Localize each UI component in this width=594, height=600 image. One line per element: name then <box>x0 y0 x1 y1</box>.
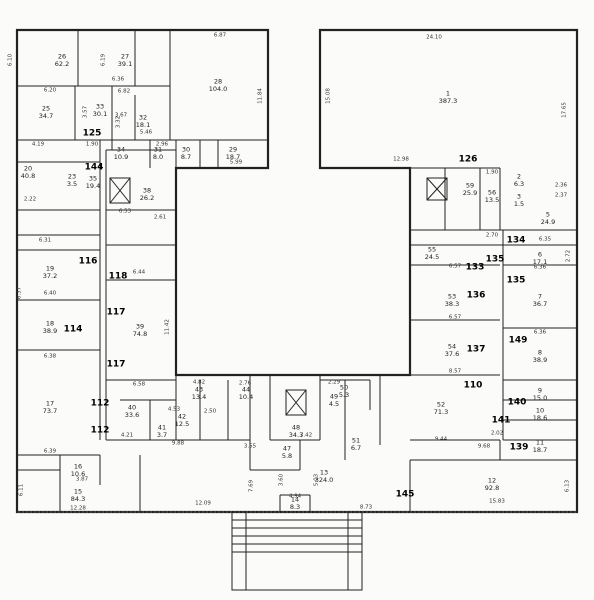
tag-139: 139 <box>509 442 529 453</box>
dim-label: 3.67 <box>114 112 128 119</box>
dim-label: 2.29 <box>327 379 341 386</box>
dim-label: 6.39 <box>43 448 57 455</box>
dim-label: 2.02 <box>490 430 504 437</box>
tag-117a: 117 <box>106 307 126 318</box>
dim-label: 2.61 <box>153 214 167 221</box>
tag-144: 144 <box>84 162 104 173</box>
tag-116: 116 <box>78 256 98 267</box>
tag-126: 126 <box>458 154 478 165</box>
tag-136: 136 <box>466 290 486 301</box>
dim-label: 4.21 <box>120 432 134 439</box>
dim-label: 6.53 <box>118 208 132 215</box>
dim-label: 9.88 <box>171 440 185 447</box>
dim-label: 2.70 <box>485 232 499 239</box>
tag-112a: 112 <box>90 398 110 409</box>
dim-label: 2.50 <box>203 408 217 415</box>
dim-label: 4.53 <box>167 406 181 413</box>
dim-label: 6.20 <box>43 87 57 94</box>
dim-label: 6.40 <box>43 290 57 297</box>
dim-label: 11.84 <box>257 88 264 104</box>
dim-label: 6.82 <box>117 88 131 95</box>
dim-label: 5.99 <box>229 159 243 166</box>
dim-label: 17.65 <box>561 102 568 118</box>
dim-label: 9.44 <box>434 436 448 443</box>
dim-label: 15.83 <box>489 498 505 505</box>
dim-label: 6.44 <box>132 269 146 276</box>
dim-label: 6.36 <box>533 264 547 271</box>
dim-label: 3.60 <box>278 473 285 487</box>
tag-133: 133 <box>465 262 485 273</box>
dim-label: 6.35 <box>538 236 552 243</box>
dim-label: 11.42 <box>164 319 171 335</box>
tag-149: 149 <box>508 335 528 346</box>
dim-label: 6.37 <box>16 286 23 300</box>
dim-label: 2.37 <box>554 192 568 199</box>
dim-label: 1.90 <box>85 141 99 148</box>
dim-label: 12.09 <box>195 500 211 507</box>
dim-label: 2.96 <box>155 141 169 148</box>
dim-label: 6.57 <box>448 263 462 270</box>
tag-112b: 112 <box>90 425 110 436</box>
dim-label: 8.73 <box>359 504 373 511</box>
tag-135a: 135 <box>485 254 505 265</box>
dim-label: 2.76 <box>238 380 252 387</box>
dim-label: 6.57 <box>448 314 462 321</box>
dim-label: 6.10 <box>7 53 14 67</box>
dim-label: 6.58 <box>132 381 146 388</box>
dim-label: 8.57 <box>448 368 462 375</box>
dim-label: 6.19 <box>100 53 107 67</box>
dim-label: 6.13 <box>564 479 571 493</box>
dim-label: 1.90 <box>485 169 499 176</box>
dim-label: 4.19 <box>31 141 45 148</box>
tag-117b: 117 <box>106 359 126 370</box>
dim-label: 6.11 <box>18 483 25 497</box>
dim-label: 15.08 <box>325 88 332 104</box>
tag-118: 118 <box>108 271 128 282</box>
dim-label: 7.42 <box>299 432 313 439</box>
dim-label: 3.57 <box>82 105 89 119</box>
dim-label: 12.98 <box>393 156 409 163</box>
tag-135b: 135 <box>506 275 526 286</box>
dim-label: 6.31 <box>38 237 52 244</box>
dim-label: 4.94 <box>288 493 302 500</box>
tag-141: 141 <box>491 415 511 426</box>
tag-110: 110 <box>463 380 483 391</box>
dim-label: 3.55 <box>243 443 257 450</box>
dim-label: 24.10 <box>426 34 442 41</box>
dim-label: 4.82 <box>192 379 206 386</box>
dim-label: 3.87 <box>75 476 89 483</box>
dim-label: 6.38 <box>43 353 57 360</box>
dim-label: 5.03 <box>313 473 320 487</box>
dim-label: 6.36 <box>111 76 125 83</box>
tag-140: 140 <box>507 397 527 408</box>
dim-label: 2.72 <box>565 249 572 263</box>
dim-label: 9.68 <box>477 443 491 450</box>
dim-label: 2.36 <box>554 182 568 189</box>
tag-114: 114 <box>63 324 83 335</box>
dim-label: 5.46 <box>139 129 153 136</box>
tag-137: 137 <box>466 344 486 355</box>
dim-label: 6.87 <box>213 32 227 39</box>
dim-label: 12.28 <box>70 505 86 512</box>
dim-label: 7.69 <box>248 479 255 493</box>
dim-label: 2.22 <box>23 196 37 203</box>
tag-134: 134 <box>506 235 526 246</box>
tag-125: 125 <box>82 128 102 139</box>
tag-145: 145 <box>395 489 415 500</box>
dim-label: 6.36 <box>533 329 547 336</box>
